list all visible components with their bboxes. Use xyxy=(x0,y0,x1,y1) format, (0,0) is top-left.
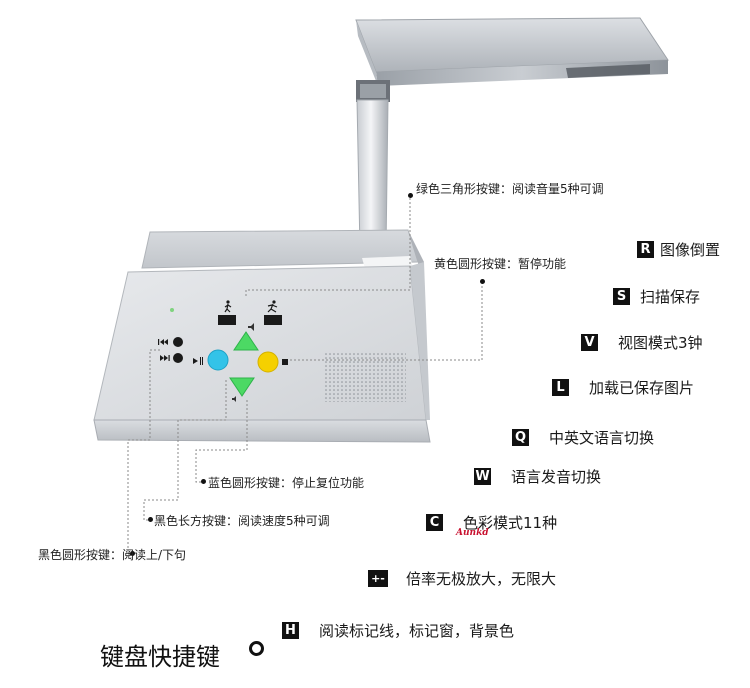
camera-arm-front xyxy=(376,60,668,86)
key-badge: S xyxy=(613,288,630,305)
shortcut-label: 加载已保存图片 xyxy=(589,379,695,397)
rewind-icon xyxy=(158,339,168,345)
shortcut-row-w: W 语言发音切换 xyxy=(474,466,601,487)
walk-slow-icon xyxy=(224,300,232,313)
callout-black-circle: 黑色圆形按键：阅读上/下句 xyxy=(38,548,187,562)
shortcut-label: 中英文语言切换 xyxy=(549,429,655,447)
shortcut-row-r: R 图像倒置 xyxy=(637,239,720,260)
base-front-face xyxy=(93,419,431,443)
speaker-grille xyxy=(324,352,406,402)
key-badge: Q xyxy=(512,429,529,446)
shortcut-label: 扫描保存 xyxy=(640,288,701,306)
callout-dot-rect xyxy=(148,517,153,522)
ring-bullet-icon xyxy=(249,641,264,656)
key-badge: V xyxy=(581,334,598,351)
key-badge: R xyxy=(637,241,654,258)
shortcut-row-plus-minus: +- 倍率无极放大，无限大 xyxy=(368,568,556,589)
brand-logo: Aunkd xyxy=(456,528,489,538)
callout-blue-circle: 蓝色圆形按键：停止复位功能 xyxy=(208,476,365,490)
support-pole xyxy=(356,99,389,251)
volume-up-icon xyxy=(248,323,254,331)
callout-dot-blue xyxy=(201,479,206,484)
pause-button xyxy=(257,351,279,373)
shortcut-row-q: Q 中英文语言切换 xyxy=(512,427,654,448)
shortcut-label: 图像倒置 xyxy=(660,241,721,259)
key-badge: C xyxy=(426,514,443,531)
shortcut-label: 阅读标记线，标记窗，背景色 xyxy=(319,622,515,640)
prev-sentence-button xyxy=(173,337,183,347)
key-badge: W xyxy=(474,468,491,485)
shortcut-row-h: H 阅读标记线，标记窗，背景色 xyxy=(282,620,514,641)
shortcut-row-v: V 视图模式3钟 xyxy=(581,332,703,353)
speed-fast-button xyxy=(264,315,282,325)
shortcut-label: 语言发音切换 xyxy=(511,468,602,486)
speed-slow-button xyxy=(218,315,236,325)
callout-yellow-circle: 黄色圆形按键：暂停功能 xyxy=(434,257,567,271)
volume-up-button xyxy=(233,331,259,351)
stop-icon xyxy=(282,359,288,365)
run-fast-icon xyxy=(267,300,278,313)
shortcut-row-s: S 扫描保存 xyxy=(613,286,700,307)
key-badge: L xyxy=(552,379,569,396)
shortcut-row-l: L 加载已保存图片 xyxy=(552,377,694,398)
shortcut-label: 色彩模式11种 xyxy=(463,514,558,532)
stop-reset-button xyxy=(207,349,229,371)
volume-down-button xyxy=(229,377,255,397)
shortcut-label: 视图模式3钟 xyxy=(618,334,703,352)
key-badge: +- xyxy=(368,570,388,587)
key-badge: H xyxy=(282,622,299,639)
callout-green-triangle: 绿色三角形按键：阅读音量5种可调 xyxy=(416,182,604,196)
page-title: 键盘快捷键 xyxy=(100,643,220,671)
next-sentence-button xyxy=(173,353,183,363)
callout-dot-green xyxy=(408,193,413,198)
volume-down-icon xyxy=(232,396,236,402)
callout-dot-circle xyxy=(130,551,135,556)
shortcut-row-c: C 色彩模式11种 xyxy=(426,512,557,533)
callout-dot-yellow xyxy=(480,279,485,284)
fast-forward-icon xyxy=(160,355,170,361)
play-pause-icon xyxy=(193,357,203,365)
shortcut-label: 倍率无极放大，无限大 xyxy=(406,570,557,588)
callout-black-rect: 黑色长方按键：阅读速度5种可调 xyxy=(154,514,330,528)
